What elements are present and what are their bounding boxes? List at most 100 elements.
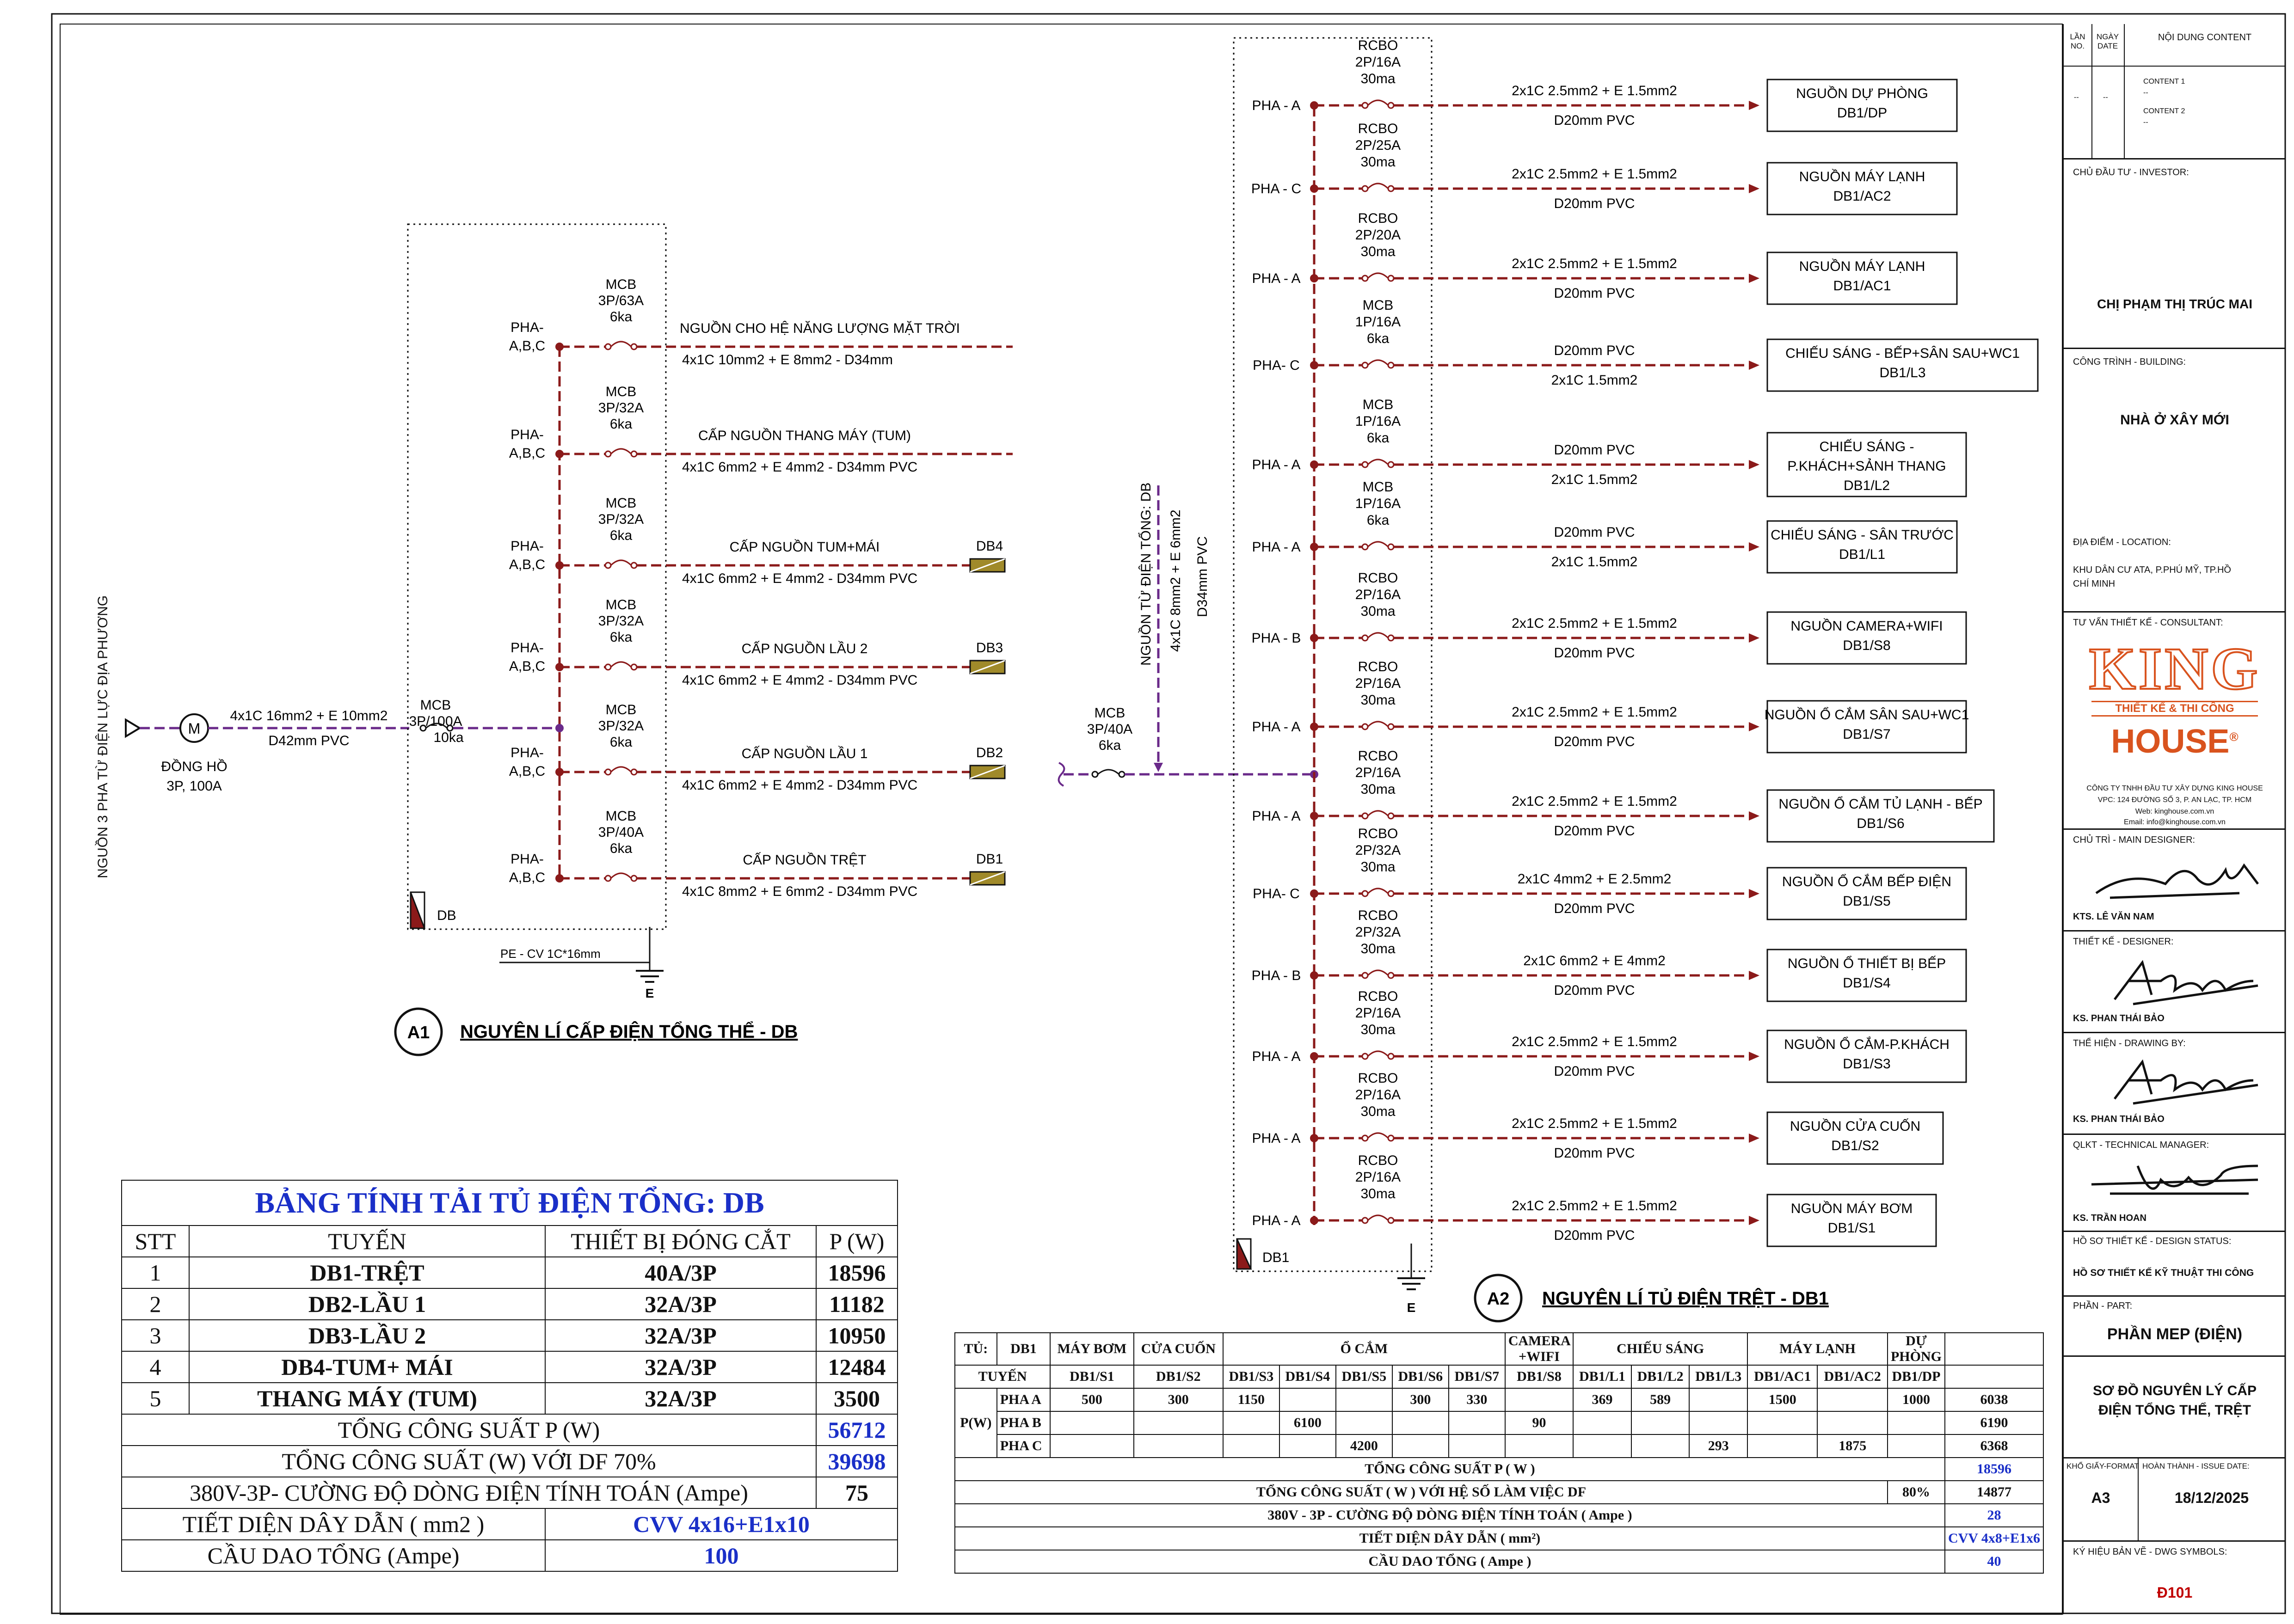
db1-group-socket: Ổ CẮM xyxy=(1222,1332,1506,1366)
a2-caption: NGUYÊN LÍ TỦ ĐIỆN TRỆT - DB1 xyxy=(1542,1287,1829,1309)
branch-target-line: DB1/L1 xyxy=(1839,547,1885,562)
designer-signature xyxy=(2114,960,2258,1005)
rev-content-2-dash: -- xyxy=(2143,118,2148,126)
company-address: VPC: 124 ĐƯỜNG SỐ 3, P. AN LẠC, TP. HCM xyxy=(2097,796,2252,804)
branch-arrow-icon xyxy=(1749,184,1759,193)
branch-target-line: NGUỒN Ổ CẮM-P.KHÁCH xyxy=(1784,1036,1950,1052)
db1-phase-cell xyxy=(1391,1434,1449,1458)
investor-label: CHỦ ĐẦU TƯ - INVESTOR: xyxy=(2073,167,2189,178)
part-block: PHẦN - PART: PHẦN MEP (ĐIỆN) xyxy=(2064,1295,2286,1357)
db1-df-row: TỔNG CÔNG SUẤT ( W ) VỚI HỆ SỐ LÀM VIỆC … xyxy=(954,1480,2044,1504)
cable-label: TIẾT DIỆN DÂY DẪN ( mm2 ) xyxy=(121,1508,546,1540)
db1-pw-label: P(W) xyxy=(954,1388,997,1458)
db1-group-camera: CAMERA +WIFI xyxy=(1504,1332,1574,1366)
db1-breaker-value: 40 xyxy=(1944,1550,2044,1574)
branch-arrow-icon xyxy=(1749,1216,1759,1225)
branch-phase: PHA- xyxy=(510,320,544,335)
db1-phase-cell xyxy=(1448,1411,1506,1435)
db1-phase-cell: 1150 xyxy=(1222,1388,1280,1412)
branch-breaker-type: RCBO xyxy=(1358,121,1398,136)
company-web: Web: kinghouse.com.vn xyxy=(2135,808,2214,815)
load-table-db: BẢNG TÍNH TẢI TỦ ĐIỆN TỔNG: DB STT TUYẾN… xyxy=(121,1180,898,1572)
branch-phase: PHA- xyxy=(510,640,544,656)
designer-block: THIẾT KẾ - DESIGNER: KS. PHAN THÁI BẢO xyxy=(2064,930,2286,1033)
branch-phase-set: A,B,C xyxy=(509,659,545,674)
db1-phase-cell: 4200 xyxy=(1335,1434,1393,1458)
branch-cable-top: 2x1C 4mm2 + E 2.5mm2 xyxy=(1518,871,1672,887)
branch-breaker-type: MCB xyxy=(606,384,637,399)
db1-circuit-header: DB1/DP xyxy=(1887,1365,1945,1389)
issue-value: 18/12/2025 xyxy=(2174,1489,2249,1506)
db1-phase-cell xyxy=(1747,1434,1818,1458)
investor-block: CHỦ ĐẦU TƯ - INVESTOR: CHỊ PHẠM THỊ TRÚC… xyxy=(2064,158,2286,349)
branch-breaker-type: RCBO xyxy=(1358,1071,1398,1086)
breaker-icon xyxy=(1361,1050,1395,1060)
branch-phase-set: A,B,C xyxy=(509,557,545,572)
branch-breaker-ka: 30ma xyxy=(1360,692,1395,708)
row-pw: 18596 xyxy=(816,1256,898,1289)
a2-caption-badge xyxy=(1474,1274,1523,1323)
db1-tu-label: TỦ: xyxy=(954,1332,997,1366)
branch-breaker-type: MCB xyxy=(606,809,637,824)
db1-df-label: TỔNG CÔNG SUẤT ( W ) VỚI HỆ SỐ LÀM VIỆC … xyxy=(954,1480,1888,1504)
db1-group-row: TỦ: DB1 MÁY BƠM CỬA CUỐN Ổ CẮM CAMERA +W… xyxy=(954,1332,2044,1366)
branch-arrow-icon xyxy=(1749,1052,1759,1061)
branch-name: CẤP NGUỒN LẦU 2 xyxy=(742,641,868,656)
branch-cable: 4x1C 6mm2 + E 4mm2 - D34mm PVC xyxy=(682,673,917,688)
a1-earth-icon xyxy=(636,962,664,983)
row-tuyen: DB4-TUM+ MÁI xyxy=(189,1351,546,1383)
branch-breaker-type: RCBO xyxy=(1358,908,1398,923)
row-pw: 11182 xyxy=(816,1288,898,1320)
logo-sub: THIẾT KẾ & THI CÔNG xyxy=(2091,701,2258,717)
branch-name: CẤP NGUỒN LẦU 1 xyxy=(742,746,868,761)
db1-phase-cell xyxy=(1391,1411,1449,1435)
consultant-label: TƯ VẤN THIẾT KẾ - CONSULTANT: xyxy=(2073,618,2223,628)
format-label: KHỔ GIẤY-FORMAT xyxy=(2066,1462,2139,1471)
branch-target-box xyxy=(1766,789,1995,843)
breaker-icon xyxy=(1361,183,1395,192)
db1-current-row: 380V - 3P - CƯỜNG ĐỘ DÒNG ĐIỆN TÍNH TOÁN… xyxy=(954,1503,2044,1527)
brand-logo: KING THIẾT KẾ & THI CÔNG HOUSE® xyxy=(2064,638,2286,760)
branch-phase: PHA - A xyxy=(1252,271,1300,286)
db1-cable-row: TIẾT DIỆN DÂY DẪN ( mm²)CVV 4x8+E1x6 xyxy=(954,1526,2044,1550)
col-device: THIẾT BỊ ĐÓNG CẮT xyxy=(545,1225,817,1257)
branch-target-box xyxy=(1766,432,1967,497)
branch-breaker-ka: 6ka xyxy=(610,528,633,543)
a2-main-breaker-ka: 6ka xyxy=(1099,738,1121,753)
branch-breaker-ka: 30ma xyxy=(1360,604,1395,619)
logo-house: HOUSE xyxy=(2111,723,2230,760)
db1-circuit-header: DB1/S3 xyxy=(1222,1365,1280,1389)
branch-breaker-rating: 2P/16A xyxy=(1355,1087,1401,1103)
db1-total-row: TỔNG CÔNG SUẤT P ( W )18596 xyxy=(954,1457,2044,1481)
branch-breaker-rating: 2P/20A xyxy=(1355,227,1401,243)
db1-phase-cell: 589 xyxy=(1630,1388,1690,1412)
row-pw: 12484 xyxy=(816,1351,898,1383)
branch-target-line: P.KHÁCH+SẢNH THANG xyxy=(1787,458,1946,474)
sheet-title-line-2: ĐIỆN TỔNG THỂ, TRỆT xyxy=(2098,1403,2251,1418)
branch-breaker-ka: 30ma xyxy=(1360,1022,1395,1037)
breaker-icon xyxy=(1361,272,1395,282)
branch-target-label: DB4 xyxy=(976,539,1003,554)
db1-phase-cell xyxy=(1279,1388,1336,1412)
building-name: NHÀ Ở XÂY MỚI xyxy=(2120,412,2229,428)
branch-phase: PHA- xyxy=(510,539,544,554)
rev-date-header: NGÀY DATE xyxy=(2096,32,2119,50)
branch-target-line: DB1/L2 xyxy=(1844,478,1890,493)
rev-date-dash: -- xyxy=(2103,93,2108,101)
branch-phase: PHA - A xyxy=(1252,457,1300,472)
tech-label: QLKT - TECHNICAL MANAGER: xyxy=(2073,1140,2209,1150)
db1-circuit-header: DB1/S8 xyxy=(1504,1365,1574,1389)
load-table-db-breaker: CẦU DAO TỔNG (Ampe)100 xyxy=(121,1539,898,1572)
db1-phase-cell: 90 xyxy=(1504,1411,1574,1435)
branch-phase: PHA - A xyxy=(1252,1213,1300,1228)
rev-content-header: NỘI DUNG CONTENT xyxy=(2158,32,2252,43)
branch-breaker-ka: 6ka xyxy=(1367,513,1390,528)
